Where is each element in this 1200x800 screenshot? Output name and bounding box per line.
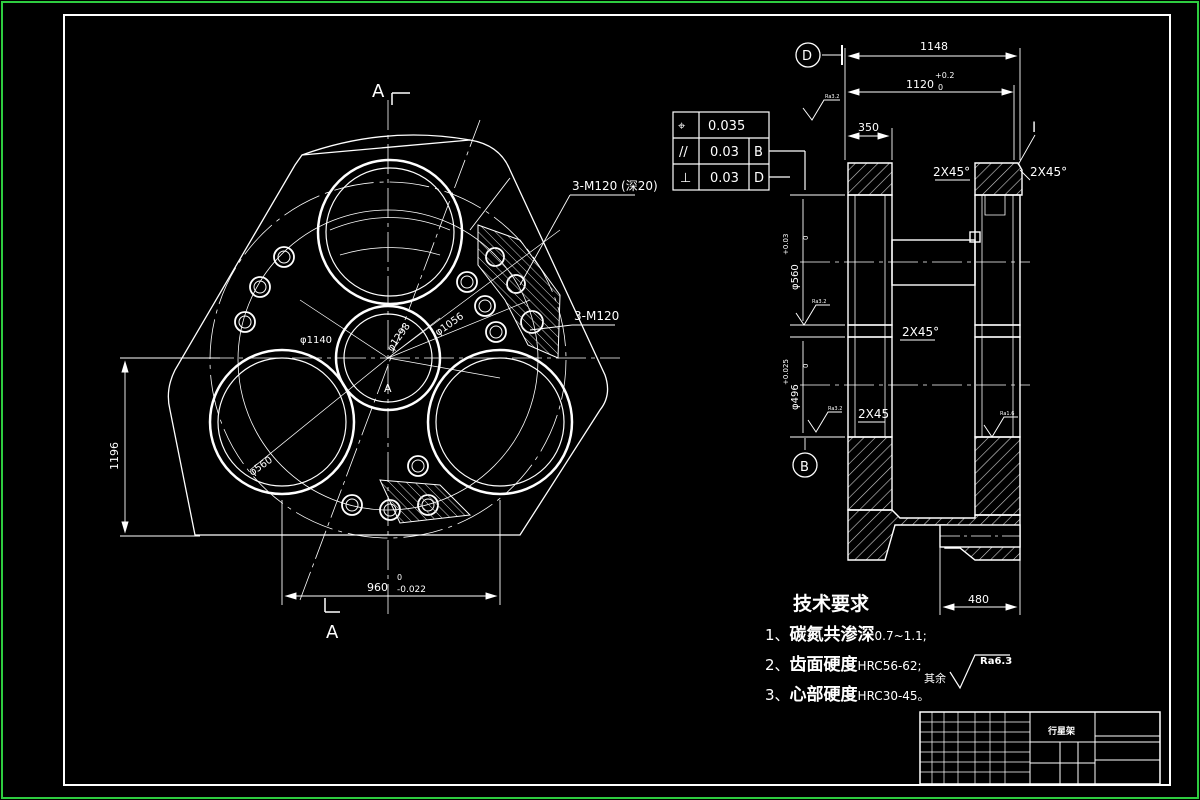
tech-item-1: 1、碳氮共渗深0.7~1.1; bbox=[765, 624, 927, 645]
tech-item-1-suffix: 0.7~1.1; bbox=[875, 629, 927, 643]
callout-thread: 3-M120 bbox=[574, 309, 619, 323]
inner-frame bbox=[63, 14, 1171, 786]
dia-center-bore: φ1298 bbox=[385, 321, 412, 354]
tech-title: 技术要求 bbox=[793, 592, 870, 615]
section-label-bottom: A bbox=[326, 622, 339, 643]
tol-datum-parallel: B bbox=[754, 145, 763, 160]
dia-560-left: φ560 bbox=[247, 455, 274, 479]
dim-inner-tol-upper: +0.2 bbox=[935, 71, 954, 80]
dia-496-tol-upper: +0.025 bbox=[782, 359, 790, 385]
detail-mark: I bbox=[1032, 120, 1036, 136]
dim-overall: 1148 bbox=[920, 40, 948, 53]
tech-item-2: 2、齿面硬度HRC56-62; bbox=[765, 654, 922, 675]
outer-arc bbox=[301, 134, 471, 156]
tol-symbol-perpendicular: ⊥ bbox=[680, 171, 691, 186]
planet-hole-right bbox=[426, 348, 574, 496]
roughness-2: Ra3.2 bbox=[812, 299, 826, 305]
tech-item-1-prefix: 1、 bbox=[765, 626, 790, 644]
planet-hole-left bbox=[208, 348, 356, 496]
datum-bottom: B bbox=[800, 460, 809, 475]
dim-480: 480 bbox=[968, 593, 989, 606]
dim-width-tol-lower: -0.022 bbox=[397, 585, 426, 595]
tech-item-3-suffix: HRC30-45。 bbox=[858, 689, 930, 703]
tol-value-parallel: 0.03 bbox=[710, 145, 739, 160]
dim-inner-tol-lower: 0 bbox=[938, 83, 943, 92]
tech-item-2-main: 齿面硬度 bbox=[790, 654, 859, 675]
tol-datum-perpendicular: D bbox=[754, 171, 764, 186]
datum-top: D bbox=[802, 49, 812, 64]
roughness-4: Ra1.6 bbox=[1000, 411, 1014, 417]
chamfer-4: 2X45 bbox=[858, 407, 889, 421]
dia-496: φ496 bbox=[790, 384, 801, 410]
tech-item-2-prefix: 2、 bbox=[765, 656, 790, 674]
tech-requirements: 技术要求 1、碳氮共渗深0.7~1.1; 2、齿面硬度HRC56-62; 3、心… bbox=[765, 592, 1012, 705]
planet-hole-top bbox=[316, 158, 464, 306]
others-label: 其余 bbox=[924, 671, 946, 685]
center-label: A bbox=[384, 382, 392, 395]
dim-width-tol-upper: 0 bbox=[397, 573, 402, 582]
dia-560-tol-lower: 0 bbox=[802, 236, 810, 240]
chamfer-2: 2X45° bbox=[1030, 165, 1067, 179]
dia-pitch-circle: φ1140 bbox=[300, 335, 332, 346]
roughness-3: Ra3.2 bbox=[828, 406, 842, 412]
hatched-section-bottom bbox=[379, 479, 472, 524]
chamfer-3: 2X45° bbox=[902, 325, 939, 339]
dim-inner: 1120 bbox=[906, 78, 934, 91]
dia-1056: φ1056 bbox=[433, 311, 466, 338]
dia-560-tol-upper: +0.03 bbox=[782, 234, 790, 255]
dim-350: 350 bbox=[858, 121, 879, 134]
tech-item-2-suffix: HRC56-62; bbox=[858, 659, 922, 673]
title-block bbox=[919, 711, 1161, 785]
tech-item-1-main: 碳氮共渗深 bbox=[790, 624, 875, 645]
callout-thread-deep: 3-M120 (深20) bbox=[572, 179, 658, 193]
tol-value-perpendicular: 0.03 bbox=[710, 171, 739, 186]
tol-symbol-position: ⌖ bbox=[678, 119, 686, 134]
front-view bbox=[120, 92, 635, 615]
tol-symbol-parallel: // bbox=[679, 145, 688, 160]
body-outline bbox=[167, 139, 609, 536]
section-label-top: A bbox=[372, 81, 385, 102]
tolerance-table bbox=[672, 111, 806, 191]
hatched-section-right bbox=[477, 224, 561, 359]
section-view bbox=[790, 42, 1036, 615]
tech-item-3-prefix: 3、 bbox=[765, 686, 790, 704]
others-roughness-symbol bbox=[949, 654, 1010, 690]
dim-height: 1196 bbox=[108, 442, 121, 470]
roughness-1: Ra3.2 bbox=[825, 94, 839, 100]
dia-560: φ560 bbox=[790, 264, 801, 290]
tol-value-position: 0.035 bbox=[708, 119, 745, 134]
others-roughness: Ra6.3 bbox=[980, 656, 1012, 667]
dia-496-tol-lower: 0 bbox=[802, 364, 810, 368]
tech-item-3: 3、心部硬度HRC30-45。 bbox=[765, 684, 930, 705]
chamfer-1: 2X45° bbox=[933, 165, 970, 179]
tech-item-3-main: 心部硬度 bbox=[790, 684, 859, 705]
dim-width: 960 bbox=[367, 581, 388, 594]
part-name: 行星架 bbox=[1047, 725, 1075, 737]
